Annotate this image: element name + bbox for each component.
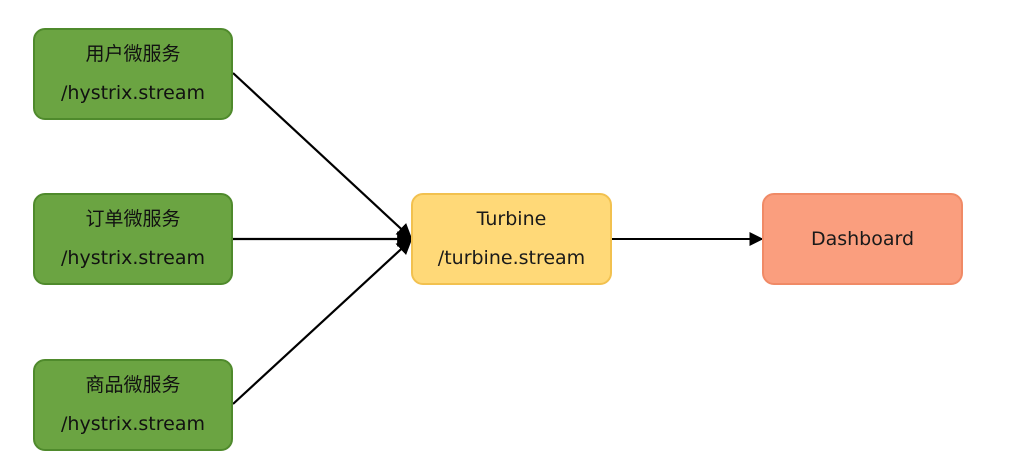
node-title: Dashboard xyxy=(810,227,915,250)
order-service-node: 订单微服务 /hystrix.stream xyxy=(33,193,233,285)
node-endpoint: /turbine.stream xyxy=(437,247,586,269)
dashboard-node: Dashboard xyxy=(762,193,963,285)
product-service-node: 商品微服务 /hystrix.stream xyxy=(33,359,233,451)
node-title: Turbine xyxy=(476,208,547,230)
user-service-node: 用户微服务 /hystrix.stream xyxy=(33,28,233,120)
edge-user-to-turbine xyxy=(232,72,413,240)
node-title: 用户微服务 xyxy=(85,43,181,65)
node-endpoint: /hystrix.stream xyxy=(61,247,205,269)
node-endpoint: /hystrix.stream xyxy=(61,413,205,435)
node-title: 商品微服务 xyxy=(85,374,181,396)
edge-product-to-turbine xyxy=(232,238,413,405)
node-endpoint: /hystrix.stream xyxy=(61,82,205,104)
turbine-node: Turbine /turbine.stream xyxy=(411,193,612,285)
node-title: 订单微服务 xyxy=(85,208,181,230)
